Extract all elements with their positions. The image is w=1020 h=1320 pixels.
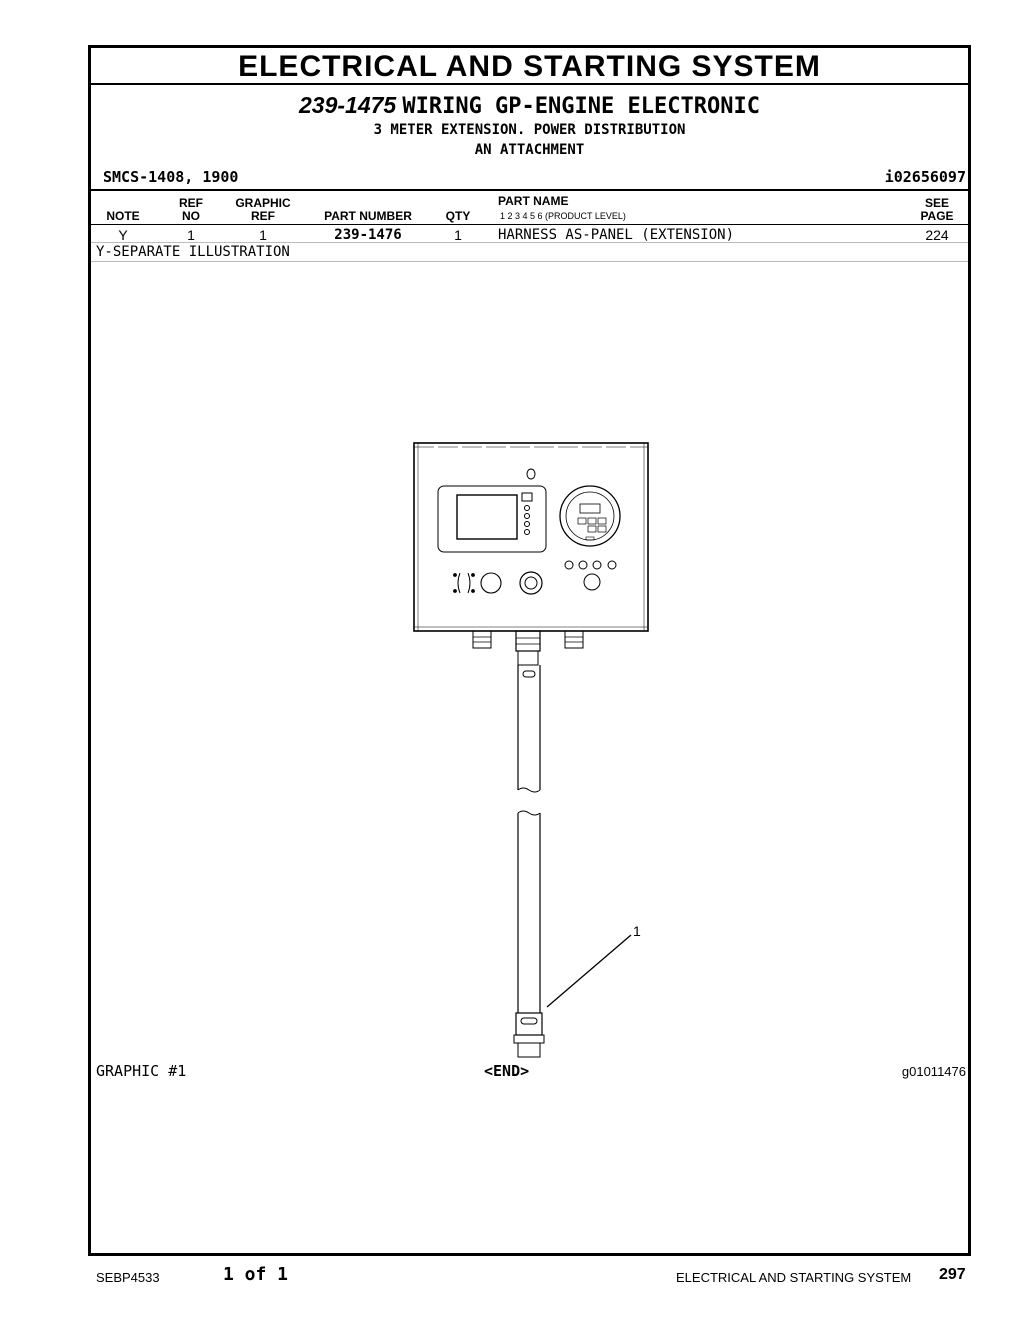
- col-note: NOTE: [106, 209, 140, 223]
- graphic-label: GRAPHIC #1: [96, 1062, 187, 1080]
- col-graphic-bottom: REF: [251, 209, 275, 223]
- graphic-id: g01011476: [901, 1064, 966, 1079]
- row-see-page: 224: [925, 227, 949, 243]
- row-note: Y: [118, 227, 128, 243]
- document-id: i02656097: [884, 168, 966, 186]
- group-subtitle-1: 3 METER EXTENSION. POWER DISTRIBUTION: [373, 122, 686, 138]
- footer-doc-number: SEBP4533: [96, 1270, 160, 1285]
- col-graphic-top: GRAPHIC: [235, 196, 291, 210]
- row-rule: [91, 242, 968, 243]
- smcs-code: SMCS-1408, 1900: [103, 168, 239, 186]
- col-part-name: PART NAME: [498, 194, 569, 208]
- group-title: 239-1475 WIRING GP-ENGINE ELECTRONIC: [88, 92, 971, 119]
- table-footnote: Y-SEPARATE ILLUSTRATION: [96, 244, 290, 260]
- row-graphic-ref: 1: [259, 227, 267, 243]
- end-marker: <END>: [484, 1062, 530, 1080]
- footer-page-of: 1 of 1: [223, 1264, 289, 1285]
- footnote-rule: [91, 261, 968, 262]
- row-ref-no: 1: [187, 227, 195, 243]
- header-rule: [91, 224, 968, 225]
- col-see-bottom: PAGE: [920, 209, 954, 223]
- col-product-levels: 1 2 3 4 5 6 (PRODUCT LEVEL): [500, 211, 626, 221]
- footer-section: ELECTRICAL AND STARTING SYSTEM: [676, 1270, 912, 1285]
- page-frame: [88, 45, 971, 1256]
- footer-page-number: 297: [939, 1266, 966, 1283]
- col-qty: QTY: [445, 209, 471, 223]
- col-ref-bottom: NO: [182, 209, 200, 223]
- group-name: WIRING GP-ENGINE ELECTRONIC: [402, 94, 760, 119]
- col-see-top: SEE: [924, 196, 949, 210]
- col-ref-top: REF: [179, 196, 203, 210]
- row-part-number: 239-1476: [334, 227, 402, 243]
- group-subtitle-2: AN ATTACHMENT: [474, 142, 585, 158]
- divider: [91, 83, 968, 85]
- harness-illustration: [413, 442, 649, 1058]
- group-part-number: 239-1475: [299, 92, 397, 118]
- row-qty: 1: [454, 227, 462, 243]
- section-title: ELECTRICAL AND STARTING SYSTEM: [238, 50, 821, 83]
- table-top-rule: [91, 189, 968, 191]
- callout-label: 1: [633, 923, 641, 939]
- row-part-name: HARNESS AS-PANEL (EXTENSION): [498, 227, 735, 243]
- col-part-number: PART NUMBER: [324, 209, 412, 223]
